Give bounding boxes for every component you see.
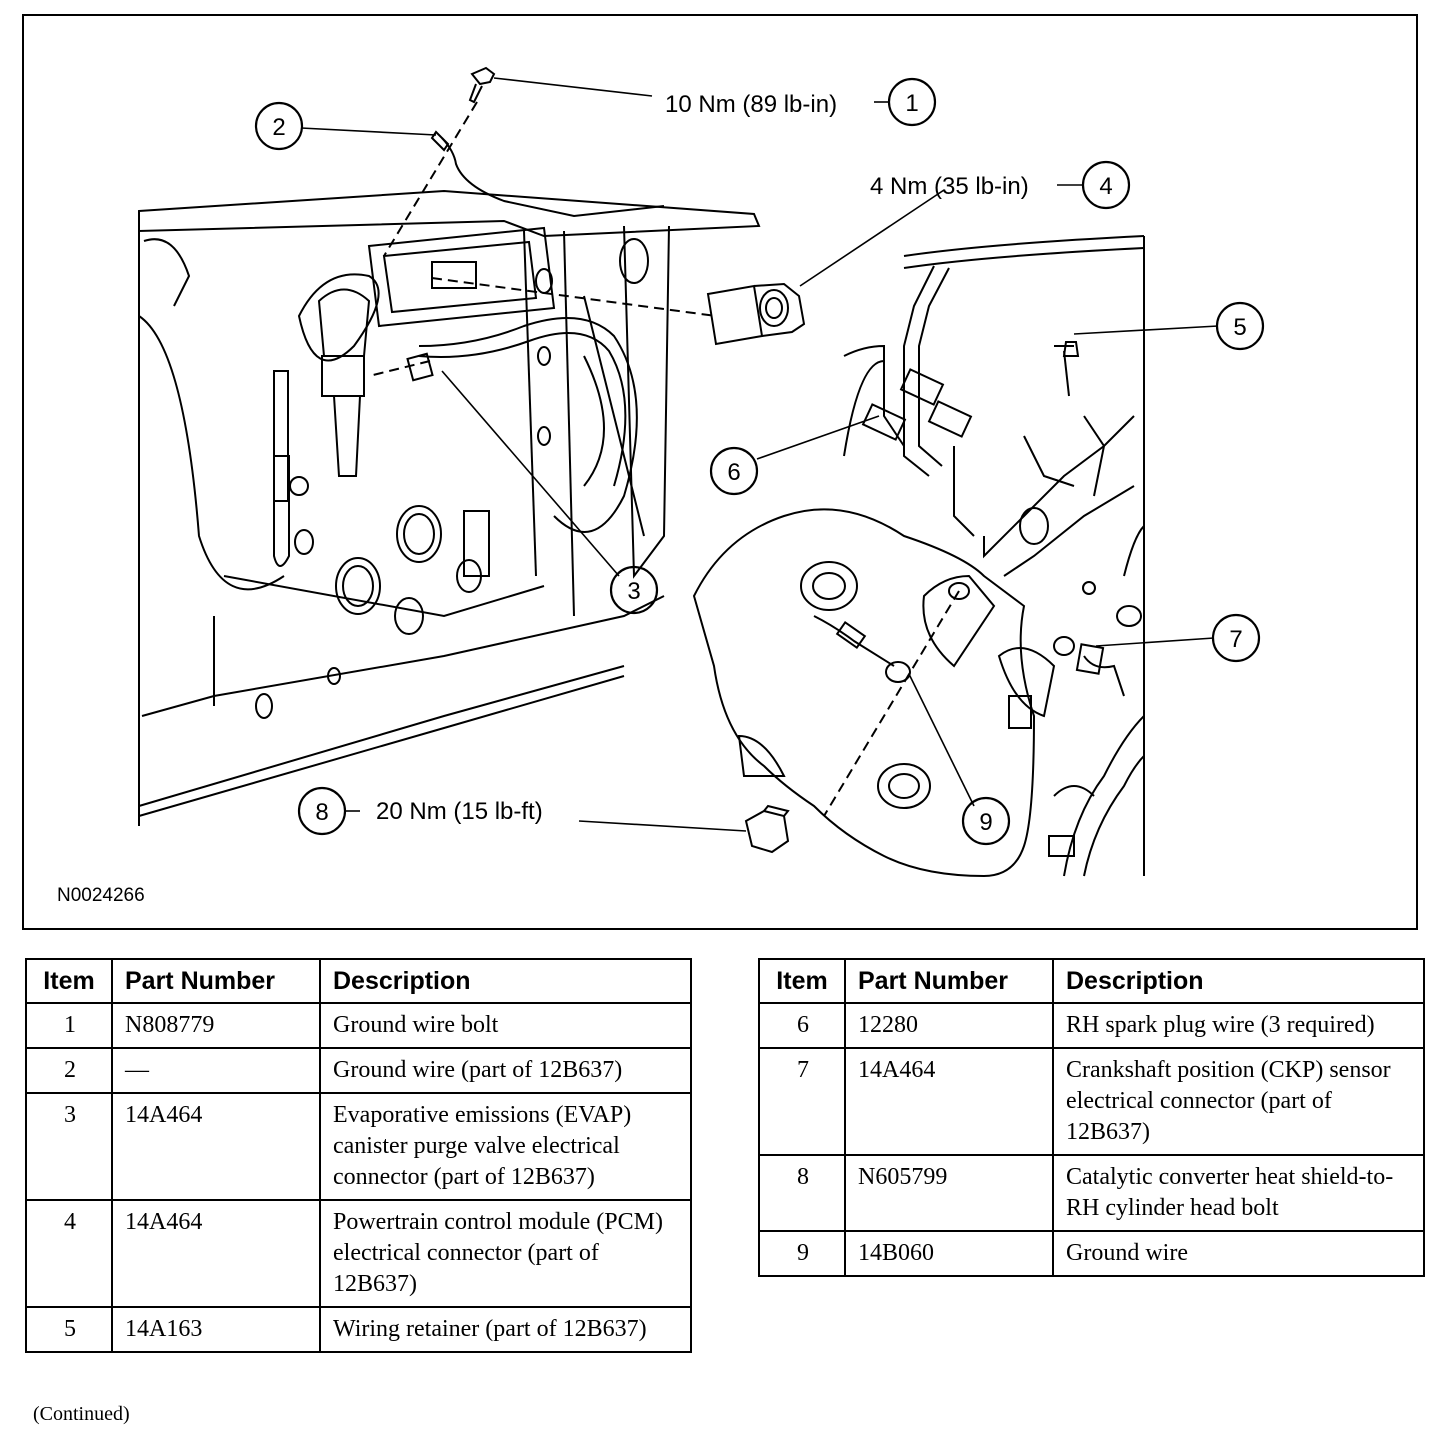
cell-part: — bbox=[111, 1047, 321, 1094]
callout-5-number: 5 bbox=[1233, 314, 1246, 341]
callout-1-torque: 10 Nm (89 lb-in) bbox=[665, 91, 837, 118]
figure-ref-code: N0024266 bbox=[57, 885, 145, 906]
cell-desc: RH spark plug wire (3 required) bbox=[1052, 1002, 1425, 1049]
cell-desc: Ground wire (part of 12B637) bbox=[319, 1047, 692, 1094]
table-row: 7 14A464 Crankshaft position (CKP) senso… bbox=[758, 1047, 1425, 1156]
cell-part: 14B060 bbox=[844, 1230, 1054, 1277]
exploded-view-diagram: 1 10 Nm (89 lb-in) 2 4 4 Nm (35 lb-in) 5… bbox=[22, 14, 1418, 930]
cell-desc: Powertrain control module (PCM) electric… bbox=[319, 1199, 692, 1308]
callout-9-number: 9 bbox=[979, 809, 992, 836]
header-item: Item bbox=[25, 958, 113, 1004]
cell-desc: Ground wire bolt bbox=[319, 1002, 692, 1049]
ckp-connector-icon bbox=[1075, 643, 1105, 675]
table-header-row: Item Part Number Description bbox=[25, 958, 692, 1004]
pcm-connector-icon bbox=[706, 282, 806, 346]
callout-8: 8 bbox=[297, 786, 347, 836]
evap-connector-icon bbox=[406, 352, 434, 382]
callout-2-number: 2 bbox=[272, 114, 285, 141]
header-description: Description bbox=[319, 958, 692, 1004]
cell-desc: Wiring retainer (part of 12B637) bbox=[319, 1306, 692, 1353]
cell-desc: Evaporative emissions (EVAP) canister pu… bbox=[319, 1092, 692, 1201]
assembly-lines bbox=[368, 101, 960, 817]
cell-item: 5 bbox=[25, 1306, 113, 1353]
cell-part: 14A163 bbox=[111, 1306, 321, 1353]
cell-part: 12280 bbox=[844, 1002, 1054, 1049]
cell-part: 14A464 bbox=[111, 1092, 321, 1201]
callout-1-number: 1 bbox=[905, 90, 918, 117]
table-row: 8 N605799 Catalytic converter heat shiel… bbox=[758, 1154, 1425, 1232]
engine-heat-shield-drawing bbox=[692, 235, 1145, 878]
callout-8-torque: 20 Nm (15 lb-ft) bbox=[376, 798, 543, 825]
table-row: 6 12280 RH spark plug wire (3 required) bbox=[758, 1002, 1425, 1049]
callout-3: 3 bbox=[609, 565, 659, 615]
callout-4-number: 4 bbox=[1099, 173, 1112, 200]
dash-panel-drawing bbox=[138, 189, 761, 826]
cell-item: 2 bbox=[25, 1047, 113, 1094]
header-part-number: Part Number bbox=[844, 958, 1054, 1004]
table-row: 5 14A163 Wiring retainer (part of 12B637… bbox=[25, 1306, 692, 1353]
cell-item: 3 bbox=[25, 1092, 113, 1201]
leader-lines bbox=[300, 77, 1219, 832]
callout-8-number: 8 bbox=[315, 799, 328, 826]
cell-desc: Catalytic converter heat shield-to-RH cy… bbox=[1052, 1154, 1425, 1232]
cell-item: 1 bbox=[25, 1002, 113, 1049]
cell-part: N605799 bbox=[844, 1154, 1054, 1232]
callout-3-number: 3 bbox=[627, 578, 640, 605]
cell-item: 8 bbox=[758, 1154, 846, 1232]
cell-part: 14A464 bbox=[111, 1199, 321, 1308]
ground-wire-icon bbox=[430, 130, 665, 218]
parts-table-left: Item Part Number Description 1 N808779 G… bbox=[25, 958, 692, 1353]
cell-part: 14A464 bbox=[844, 1047, 1054, 1156]
callout-9: 9 bbox=[961, 796, 1011, 846]
cell-item: 4 bbox=[25, 1199, 113, 1308]
cell-desc: Ground wire bbox=[1052, 1230, 1425, 1277]
callout-6-number: 6 bbox=[727, 459, 740, 486]
header-item: Item bbox=[758, 958, 846, 1004]
callout-4: 4 bbox=[1081, 160, 1131, 210]
cell-item: 9 bbox=[758, 1230, 846, 1277]
callout-4-torque: 4 Nm (35 lb-in) bbox=[870, 173, 1029, 200]
table-row: 2 — Ground wire (part of 12B637) bbox=[25, 1047, 692, 1094]
table-row: 4 14A464 Powertrain control module (PCM)… bbox=[25, 1199, 692, 1308]
header-part-number: Part Number bbox=[111, 958, 321, 1004]
callout-1: 1 bbox=[887, 77, 937, 127]
cell-item: 7 bbox=[758, 1047, 846, 1156]
callout-7-number: 7 bbox=[1229, 626, 1242, 653]
table-row: 3 14A464 Evaporative emissions (EVAP) ca… bbox=[25, 1092, 692, 1201]
ground-wire-bolt-icon bbox=[468, 66, 496, 104]
callout-7: 7 bbox=[1211, 613, 1261, 663]
table-row: 1 N808779 Ground wire bolt bbox=[25, 1002, 692, 1049]
header-description: Description bbox=[1052, 958, 1425, 1004]
cell-desc: Crankshaft position (CKP) sensor electri… bbox=[1052, 1047, 1425, 1156]
parts-table-right: Item Part Number Description 6 12280 RH … bbox=[758, 958, 1425, 1277]
callout-2: 2 bbox=[254, 101, 304, 151]
cell-part: N808779 bbox=[111, 1002, 321, 1049]
continued-note: (Continued) bbox=[33, 1403, 130, 1425]
table-header-row: Item Part Number Description bbox=[758, 958, 1425, 1004]
wiring-retainer-icon bbox=[1062, 341, 1080, 357]
callout-6: 6 bbox=[709, 446, 759, 496]
table-row: 9 14B060 Ground wire bbox=[758, 1230, 1425, 1277]
callout-5: 5 bbox=[1215, 301, 1265, 351]
cell-item: 6 bbox=[758, 1002, 846, 1049]
